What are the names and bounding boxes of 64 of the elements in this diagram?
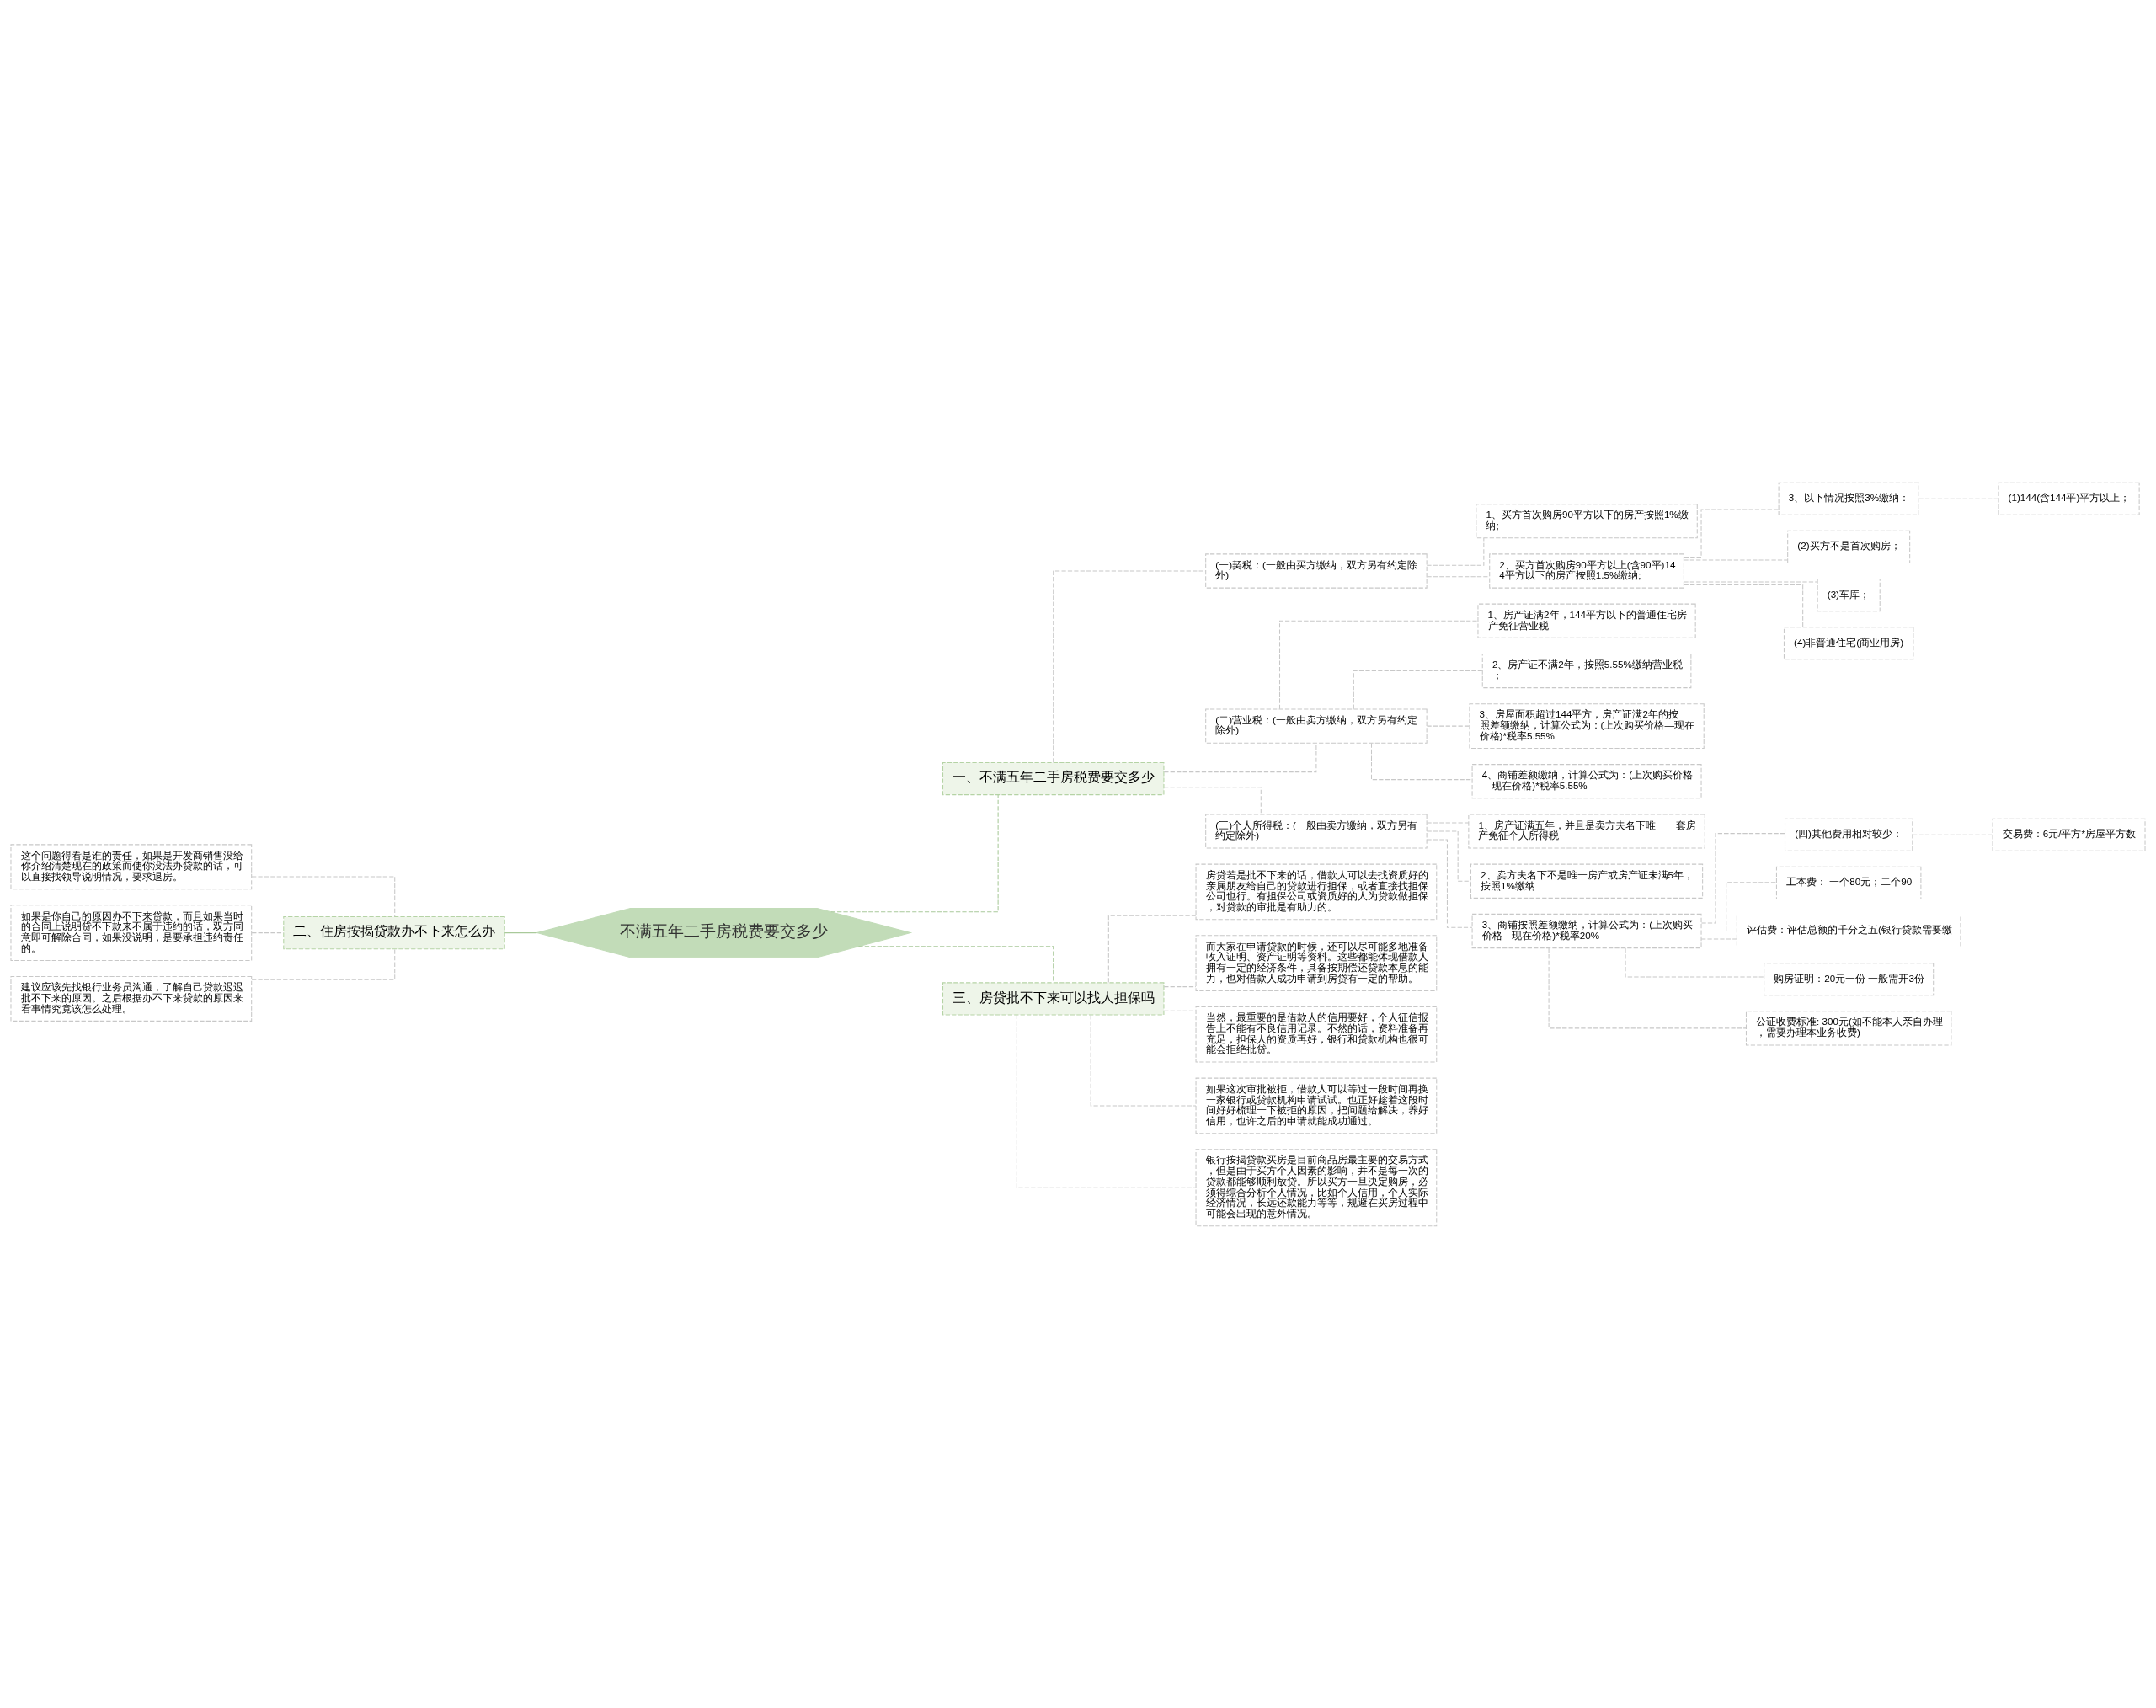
node-box: 银行按揭贷款买房是目前商品房最主要的交易方式，但是由于买方个人因素的影响，并不是每一次的贷款都能够顺利放贷。所以买方一旦决定购房，必须得综合分析个人情况，比如个人信用，个人实际经济情况，长远还款能力等等，规避在买房过程中可能会出现的意外情况。: [1195, 1148, 1438, 1226]
connector: [1107, 915, 1197, 983]
node-box: 1、房产证满2年，144平方以下的普通住宅房产免征营业税: [1477, 603, 1696, 638]
node-box: 三、房贷批不下来可以找人担保吗: [942, 981, 1165, 1015]
node-box: 2、房产证不满2年，按照5.55%缴纳营业税；: [1481, 653, 1692, 688]
connector: [251, 947, 396, 980]
connector: [1163, 742, 1317, 772]
node-box: (3)车库；: [1817, 578, 1881, 611]
node-box: 一、不满五年二手房税费要交多少: [942, 761, 1165, 795]
connector: [504, 931, 537, 933]
node-box: 4、商铺差额缴纳，计算公式为：(上次购买价格—现在价格)*税率5.55%: [1471, 763, 1702, 798]
node-box: (一)契税：(一般由买方缴纳，双方另有约定除外): [1205, 552, 1428, 589]
node-box: (2)买方不是首次购房；: [1787, 530, 1911, 563]
node-box: 当然，最重要的是借款人的信用要好，个人征信报告上不能有不良信用记录。不然的话，资料准备再充足，担保人的资质再好，银行和贷款机构也很可能会拒绝批贷。: [1195, 1006, 1438, 1063]
connector: [1426, 575, 1491, 577]
connector: [1163, 1010, 1197, 1011]
connector: [251, 875, 396, 917]
node-box: 3、房屋面积超过144平方，房产证满2年的按照差额缴纳，计算公式为：(上次购买价格—现在价格)*税率5.55%: [1469, 702, 1705, 749]
connector: [1625, 947, 1765, 978]
connector: [1426, 830, 1471, 882]
connector: [1016, 1014, 1197, 1188]
connector: [1053, 569, 1206, 763]
node-box: 而大家在申请贷款的时候，还可以尽可能多地准备收入证明、资产证明等资料。这些都能体现借款人拥有一定的经济条件，具备按期偿还贷款本息的能力，也对借款人成功申请到房贷有一定的帮助。: [1195, 934, 1438, 991]
connector: [1700, 832, 1785, 923]
connector: [857, 945, 1054, 983]
connector: [1279, 620, 1479, 709]
connector: [1426, 725, 1470, 727]
node-box: (4)非普通住宅(商业用房): [1783, 626, 1914, 659]
connector: [1426, 536, 1485, 566]
node-box: 1、买方首次购房90平方以下的房产按照1%缴纳;: [1476, 503, 1698, 538]
connector: [1548, 947, 1747, 1028]
connector: [1163, 786, 1262, 814]
node-box: 这个问题得看是谁的责任，如果是开发商销售没给你介绍清楚现在的政策而使你没法办贷款的话，可以直接找领导说明情况，要求退房。: [10, 843, 253, 889]
node-box: 房贷若是批不下来的话，借款人可以去找资质好的亲属朋友给自己的贷款进行担保，或者直接找担保公司也行。有担保公司或资质好的人为贷款做担保，对贷款的审批是有助力的。: [1195, 863, 1438, 920]
node-box: (三)个人所得税：(一般由卖方缴纳，双方另有约定除外): [1205, 813, 1428, 849]
node-box: 1、房产证满五年，并且是卖方夫名下唯一一套房产免征个人所得税: [1468, 813, 1705, 849]
node-box: (四)其他费用相对较少：: [1785, 818, 1913, 851]
node-box: 二、住房按揭贷款办不下来怎么办: [283, 915, 505, 949]
node-box: (1)144(含144平)平方以上；: [1998, 482, 2140, 515]
node-box: 3、以下情况按照3%缴纳：: [1778, 482, 1919, 515]
node-box: (二)营业税：(一般由卖方缴纳，双方另有约定除外): [1205, 708, 1428, 744]
node-box: 2、卖方夫名下不是唯一房产或房产证未满5年，按照1%缴纳: [1470, 863, 1704, 899]
connector: [1684, 508, 1780, 558]
connector: [1353, 670, 1483, 709]
node-box: 如果是你自己的原因办不下来贷款，而且如果当时的合同上说明贷不下款来不属于违约的话，双方同意即可解除合同，如果没说明，是要承担违约责任的。: [10, 904, 253, 961]
node-box: 公证收费标准: 300元(如不能本人亲自办理，需要办理本业务收费): [1745, 1010, 1952, 1045]
connector: [1912, 834, 1993, 835]
node-box: 2、买方首次购房90平方以上(含90平)144平方以下的房产按照1.5%缴纳;: [1489, 552, 1684, 589]
connector: [1090, 1014, 1197, 1106]
connector: [1684, 584, 1804, 627]
connector: [1700, 881, 1777, 931]
connector: [1163, 985, 1197, 987]
connector: [251, 931, 285, 933]
node-box: 建议应该先找银行业务员沟通，了解自己贷款迟迟批不下来的原因。之后根据办不下来贷款的原因来看事情究竟该怎么处理。: [10, 975, 253, 1022]
connector: [830, 793, 999, 912]
connector: [1426, 839, 1473, 928]
node-box: 如果这次审批被拒，借款人可以等过一段时间再换一家银行或贷款机构申请试试。也正好趁着这段时间好好梳理一下被拒的原因，把问题给解决，养好信用，也许之后的申请就能成功通过。: [1195, 1077, 1438, 1134]
node-box: 交易费：6元/平方*房屋平方数: [1992, 818, 2146, 851]
connector: [1371, 742, 1473, 780]
node-box: 3、商铺按照差额缴纳，计算公式为：(上次购买价格—现在价格)*税率20%: [1471, 913, 1702, 948]
connector: [1919, 498, 1999, 499]
node-box: 购房证明：20元一份 一般需开3份: [1764, 962, 1935, 995]
node-box: 评估费：评估总额的千分之五(银行贷款需要缴: [1736, 914, 1961, 947]
node-box: 工本费： 一个80元；二个90: [1775, 866, 1922, 899]
